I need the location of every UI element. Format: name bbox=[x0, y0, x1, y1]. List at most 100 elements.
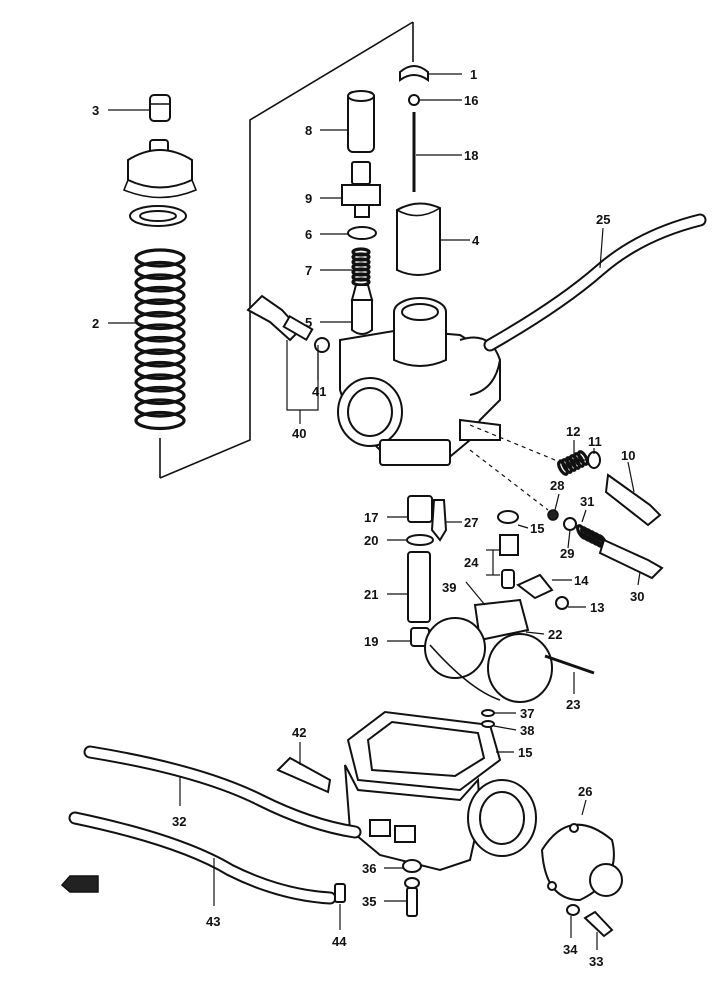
callout-12: 12 bbox=[566, 424, 580, 439]
callout-26: 26 bbox=[578, 784, 592, 799]
leader-lines bbox=[108, 73, 641, 950]
drain-screw-part bbox=[276, 756, 332, 794]
float-pin-clip-part bbox=[516, 573, 554, 600]
callout-34: 34 bbox=[563, 942, 578, 957]
dashed-alignment-lines bbox=[469, 424, 590, 511]
carburetor-body bbox=[337, 297, 502, 466]
throttle-cable-part bbox=[483, 213, 707, 352]
throttle-spring-coil bbox=[134, 260, 186, 281]
main-jet-holder-part bbox=[406, 495, 434, 647]
throttle-spring-coil bbox=[134, 410, 186, 431]
callout-41: 41 bbox=[312, 384, 326, 399]
callout-17: 17 bbox=[364, 510, 378, 525]
callout-22: 22 bbox=[548, 627, 562, 642]
throttle-spring-coil bbox=[134, 298, 186, 318]
callout-21: 21 bbox=[364, 587, 378, 602]
callout-13: 13 bbox=[590, 600, 604, 615]
screw-33-part bbox=[583, 910, 614, 938]
starter-nut-part bbox=[341, 161, 381, 218]
screw-13-part bbox=[555, 596, 569, 610]
washer-part bbox=[129, 205, 187, 227]
callout-16: 16 bbox=[464, 93, 478, 108]
callout-11: 11 bbox=[588, 434, 602, 449]
throttle-stop-screw-right-part bbox=[547, 509, 664, 580]
callout-28: 28 bbox=[550, 478, 564, 493]
callout-30: 30 bbox=[630, 589, 644, 604]
starter-cap-part bbox=[347, 90, 375, 153]
pilot-air-screw-part bbox=[557, 450, 662, 527]
callout-25: 25 bbox=[596, 212, 610, 227]
pilot-spring-coil bbox=[577, 450, 589, 466]
callout-38: 38 bbox=[520, 723, 534, 738]
callout-8: 8 bbox=[305, 123, 312, 138]
float-bowl-gasket-part bbox=[346, 709, 502, 792]
throttle-spring-coil bbox=[134, 360, 186, 381]
washer-34-part bbox=[566, 904, 580, 916]
callout-27: 27 bbox=[464, 515, 478, 530]
callout-3: 3 bbox=[92, 103, 99, 118]
front-arrow-icon bbox=[60, 875, 99, 893]
callout-40: 40 bbox=[292, 426, 306, 441]
throttle-spring-coil bbox=[134, 285, 186, 306]
callout-7: 7 bbox=[305, 263, 312, 278]
throttle-spring-coil bbox=[134, 310, 186, 331]
callout-19: 19 bbox=[364, 634, 378, 649]
pilot-jet-part bbox=[430, 499, 448, 542]
hose-43-part bbox=[68, 811, 337, 905]
float-valve-part bbox=[499, 534, 519, 589]
fitting-44-part bbox=[334, 883, 346, 903]
callout-24: 24 bbox=[464, 555, 479, 570]
callout-42: 42 bbox=[292, 725, 306, 740]
cover-26-part bbox=[540, 823, 623, 902]
assembly-guide-lines bbox=[159, 21, 414, 479]
throttle-spring-coil bbox=[134, 385, 186, 406]
callout-15-lower: 15 bbox=[518, 745, 532, 760]
callout-44: 44 bbox=[332, 934, 347, 949]
throttle-valve-part bbox=[396, 202, 441, 276]
callout-31: 31 bbox=[580, 494, 594, 509]
o-ring-15-part bbox=[497, 510, 519, 524]
o-ring-part bbox=[347, 226, 377, 240]
clip-ring-part bbox=[408, 94, 420, 106]
hose-32-part bbox=[83, 745, 362, 839]
callout-labels: 1 2 3 4 5 6 7 8 9 10 11 12 13 14 15 15 1… bbox=[92, 67, 644, 969]
callout-33: 33 bbox=[589, 954, 603, 969]
throttle-stop-screw-part bbox=[246, 294, 330, 353]
callout-2: 2 bbox=[92, 316, 99, 331]
throttle-spring-coil bbox=[134, 335, 186, 356]
callout-36: 36 bbox=[362, 861, 376, 876]
mixing-chamber-top-part bbox=[122, 139, 198, 199]
callout-18: 18 bbox=[464, 148, 478, 163]
callout-14: 14 bbox=[574, 573, 589, 588]
throttle-cap-part bbox=[149, 94, 171, 122]
float-bowl-part bbox=[344, 764, 537, 872]
float-part bbox=[424, 598, 553, 703]
callout-32: 32 bbox=[172, 814, 186, 829]
callout-10: 10 bbox=[621, 448, 635, 463]
callout-6: 6 bbox=[305, 227, 312, 242]
throttle-spring-coil bbox=[134, 323, 186, 343]
callout-37: 37 bbox=[520, 706, 534, 721]
callout-15-upper: 15 bbox=[530, 521, 544, 536]
callout-20: 20 bbox=[364, 533, 378, 548]
screw-35-part bbox=[404, 877, 420, 917]
callout-1: 1 bbox=[470, 67, 477, 82]
callout-5: 5 bbox=[305, 315, 312, 330]
throttle-spring-coil bbox=[134, 248, 186, 268]
starter-spring-part bbox=[351, 247, 371, 287]
callout-43: 43 bbox=[206, 914, 220, 929]
starter-plunger-part bbox=[350, 284, 374, 335]
throttle-spring-coil bbox=[134, 348, 186, 368]
callout-35: 35 bbox=[362, 894, 376, 909]
callout-29: 29 bbox=[560, 546, 574, 561]
throttle-stop-bracket bbox=[286, 340, 319, 411]
callout-9: 9 bbox=[305, 191, 312, 206]
needle-clip-part bbox=[399, 65, 429, 82]
throttle-spring-coil bbox=[134, 398, 186, 418]
throttle-spring-part bbox=[134, 248, 186, 431]
throttle-spring-coil bbox=[134, 273, 186, 293]
throttle-spring-coil bbox=[134, 373, 186, 393]
callout-4: 4 bbox=[472, 233, 480, 248]
callout-23: 23 bbox=[566, 697, 580, 712]
